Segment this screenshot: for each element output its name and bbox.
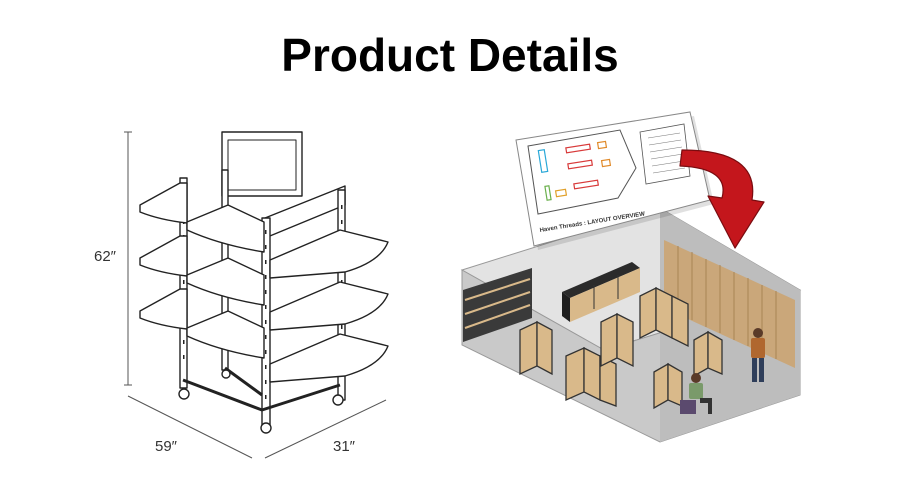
right-shelf-1 (269, 229, 389, 279)
depth-dimension-label: 31″ (333, 438, 355, 455)
checkout-counter (562, 262, 640, 322)
person-standing (751, 328, 765, 382)
height-dimension-label: 62″ (94, 248, 116, 265)
middle-shelf-3 (186, 310, 265, 359)
left-shelf-1 (139, 182, 188, 224)
layout-plan-sheet: Haven Threads : LAYOUT OVERVIEW (515, 111, 714, 250)
left-shelf-2 (139, 235, 188, 277)
right-shelf-2 (269, 281, 389, 331)
person-seated (680, 373, 712, 414)
room-dividers (519, 286, 723, 410)
dimension-lines (124, 131, 387, 459)
caster-wheels (178, 369, 344, 434)
top-sign-panel (221, 131, 303, 197)
width-dimension-label: 59″ (155, 438, 177, 455)
wall-shelving (463, 268, 532, 342)
right-shelf-3 (269, 333, 389, 383)
store-render (460, 207, 802, 443)
middle-shelf-1 (186, 204, 265, 253)
transition-arrow-icon (679, 149, 765, 249)
rack-drawing (124, 131, 389, 459)
middle-shelf-2 (186, 257, 265, 306)
left-shelf-3 (139, 288, 188, 330)
page-title: Product Details (281, 29, 619, 81)
